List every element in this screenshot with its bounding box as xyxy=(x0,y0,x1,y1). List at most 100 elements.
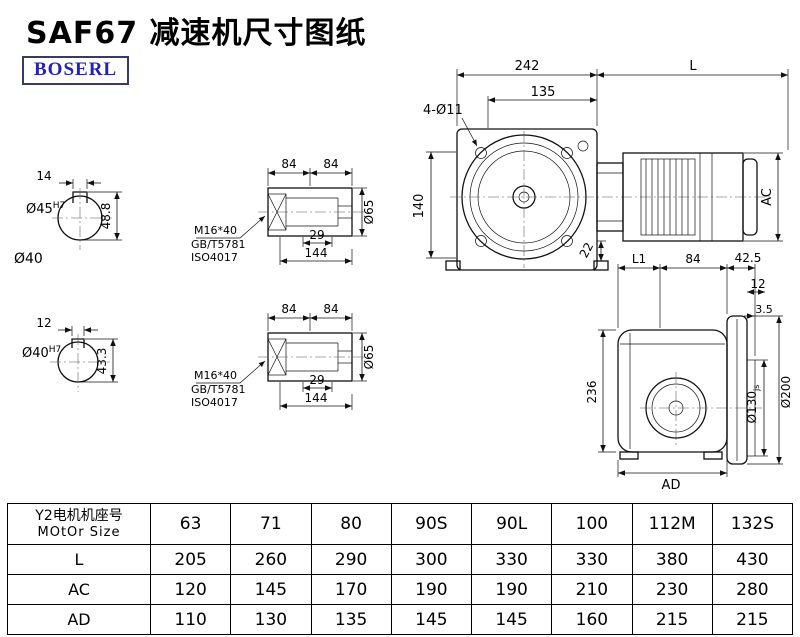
bolt-hole xyxy=(561,235,573,247)
L-value: 330 xyxy=(551,544,633,575)
bore-d40-label: Ø40H7 xyxy=(22,345,61,361)
vent-plug xyxy=(577,140,589,152)
dim-14-label: 14 xyxy=(36,169,51,183)
motor-size-value: 112M xyxy=(631,503,713,545)
motor-size-value: 63 xyxy=(149,503,232,545)
motor-fin-block xyxy=(640,158,696,236)
page-title: SAF67 减速机尺寸图纸 xyxy=(26,16,367,51)
housing-side xyxy=(617,329,728,453)
motor-size-value: 90S xyxy=(390,503,473,545)
dim-d65-label: Ø65 xyxy=(362,345,376,370)
AC-value: 190 xyxy=(470,574,553,605)
AD-value: 215 xyxy=(711,604,794,635)
hollow-shaft-top: 84 84 29 144 Ø65 M16*40 GB/T5781 ISO4017 xyxy=(191,157,376,265)
motor-size-label-cn: Y2电机机座号 xyxy=(35,508,123,524)
L-value: 260 xyxy=(230,544,312,575)
motor-size-value: 100 xyxy=(551,503,633,545)
dim-48-8-label: 48.8 xyxy=(99,203,113,230)
bolt-hole xyxy=(561,147,573,159)
motor-size-header-cell: Y2电机机座号 MOtOr Size xyxy=(7,503,151,545)
AD-value: 145 xyxy=(470,604,553,635)
table-row-AD: AD 110 130 135 145 145 160 215 215 xyxy=(7,604,794,635)
standard-note-2: ISO4017 xyxy=(191,251,238,264)
AD-value: 110 xyxy=(149,604,232,635)
hollow-shaft-bottom: 84 84 29 144 Ø65 M16*40 GB/T5781 ISO4017 xyxy=(191,302,376,410)
motor-size-value: 80 xyxy=(310,503,392,545)
L-value: 330 xyxy=(470,544,553,575)
dim-84-left: 84 xyxy=(281,302,296,316)
dim-12-label: 12 xyxy=(36,316,51,330)
AD-value: 135 xyxy=(310,604,392,635)
row-label-AC: AC xyxy=(7,574,151,605)
AC-value: 120 xyxy=(149,574,232,605)
dim-84-right: 84 xyxy=(323,302,338,316)
AD-value: 215 xyxy=(631,604,713,635)
L-value: 205 xyxy=(149,544,232,575)
dim-135-label: 135 xyxy=(531,85,556,100)
dim-29-label: 29 xyxy=(309,373,324,387)
foot-right xyxy=(703,451,723,460)
dim-42-5-label: 42.5 xyxy=(735,251,762,265)
standard-note-1: GB/T5781 xyxy=(191,383,246,396)
shaft-section-top: 14 Ø45H7 48.8 Ø40 xyxy=(14,169,122,267)
dim-29-label: 29 xyxy=(309,228,324,242)
dim-242-label: 242 xyxy=(515,59,540,74)
table-row-L: L 205 260 290 300 330 330 380 430 xyxy=(7,544,794,575)
dim-12-label: 12 xyxy=(750,277,765,291)
standard-note-2: ISO4017 xyxy=(191,396,238,409)
dim-L-label: L xyxy=(689,59,697,74)
AD-value: 160 xyxy=(551,604,633,635)
thread-note: M16*40 xyxy=(194,224,237,237)
standard-note-1: GB/T5781 xyxy=(191,238,246,251)
brand-logo-text: BOSERL xyxy=(34,59,118,80)
shaft-d40-label: Ø40 xyxy=(14,251,43,267)
dim-d65-label: Ø65 xyxy=(362,200,376,225)
dim-d130-label: Ø130js xyxy=(745,385,761,424)
AC-value: 145 xyxy=(230,574,312,605)
dim-3-5-label: 3.5 xyxy=(755,303,773,316)
foot-left xyxy=(619,451,639,460)
holes-note-label: 4-Ø11 xyxy=(423,103,463,118)
AD-value: 130 xyxy=(230,604,312,635)
gearbox-foot-left xyxy=(445,260,461,271)
technical-drawing: 242 L 135 4-Ø11 140 22 AC xyxy=(14,59,793,493)
L-value: 300 xyxy=(390,544,473,575)
bolt-hole xyxy=(475,235,487,247)
motor-size-value: 132S xyxy=(711,503,794,545)
dim-43-3-label: 43.3 xyxy=(95,348,109,375)
motor-size-label-en: MOtOr Size xyxy=(37,525,121,540)
table-row-motor-size: Y2电机机座号 MOtOr Size 63 71 80 90S 90L 100 … xyxy=(7,503,794,545)
dim-84-label: 84 xyxy=(685,252,700,266)
L-value: 380 xyxy=(631,544,713,575)
flange-spigot xyxy=(746,359,756,457)
motor-dimension-table: Y2电机机座号 MOtOr Size 63 71 80 90S 90L 100 … xyxy=(7,503,794,635)
shaft-section-bottom: 12 Ø40H7 43.3 xyxy=(22,316,118,392)
AC-value: 210 xyxy=(551,574,633,605)
dim-236-label: 236 xyxy=(585,381,599,404)
AC-value: 280 xyxy=(711,574,794,605)
motor-size-value: 90L xyxy=(470,503,553,545)
L-value: 290 xyxy=(310,544,392,575)
motor-end-cap xyxy=(742,158,758,236)
dim-84-left: 84 xyxy=(281,157,296,171)
brand-logo: BOSERL xyxy=(22,56,130,85)
motor-size-value: 71 xyxy=(230,503,312,545)
front-view: 242 L 135 4-Ø11 140 22 AC xyxy=(412,59,789,271)
AD-value: 145 xyxy=(390,604,473,635)
bore-d45-label: Ø45H7 xyxy=(26,201,65,217)
dim-22-label: 22 xyxy=(577,240,597,260)
bolt-hole xyxy=(475,147,487,159)
AC-value: 230 xyxy=(631,574,713,605)
AC-value: 170 xyxy=(310,574,392,605)
dim-AD-label: AD xyxy=(662,478,681,493)
dim-144-label: 144 xyxy=(305,391,328,405)
dim-84-right: 84 xyxy=(323,157,338,171)
side-view: L1 84 42.5 12 3.5 236 Ø130js Ø200 xyxy=(585,251,793,493)
row-label-AD: AD xyxy=(7,604,151,635)
L-value: 430 xyxy=(711,544,794,575)
dim-L1-label: L1 xyxy=(632,252,646,266)
thread-note: M16*40 xyxy=(194,369,237,382)
table-row-AC: AC 120 145 170 190 190 210 230 280 xyxy=(7,574,794,605)
dim-140-label: 140 xyxy=(412,194,427,219)
